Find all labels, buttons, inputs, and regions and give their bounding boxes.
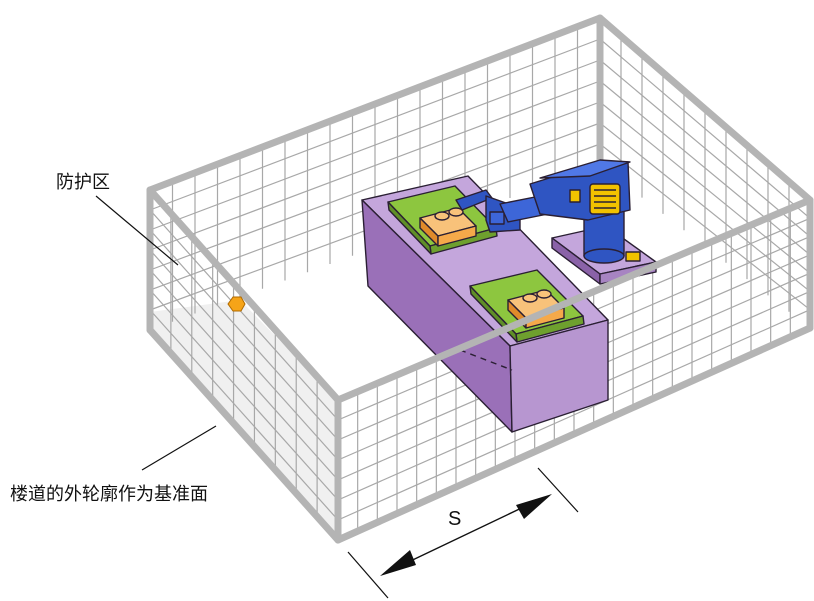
fence-mesh-line [149,209,339,421]
fence-mesh-line [149,249,339,461]
distance-dimension [347,467,579,599]
fence-mesh-line [149,59,601,231]
fence-mesh-line [149,80,601,251]
protection-zone-leader [95,195,179,266]
fence-mesh-line [599,122,811,292]
fence-mesh-line [599,101,811,274]
reference-plane-label: 楼道的外轮廓作为基准面 [10,484,208,505]
fence-mesh [149,26,811,532]
protection-zone-label: 防护区 [56,172,110,193]
fence-mesh-line [149,309,339,521]
fence-mesh-line [149,229,339,441]
arrowhead-left-icon [380,550,416,576]
fence-mesh-line [599,143,811,311]
fence-mesh-line [149,289,339,501]
distance-label: S [448,508,461,530]
hexagon-sensor-icon [227,296,246,312]
fence-mesh-line [149,38,601,211]
fence-mesh-line [599,80,811,256]
fence-mesh-line [599,59,811,238]
reference-plane [150,300,338,540]
fence-mesh-line [599,38,811,219]
fence-mesh-line [149,101,601,271]
reference-plane-leader [141,425,217,471]
workpiece-back [419,207,477,247]
fence-frame-back [146,14,814,332]
status-light-icon [625,251,641,262]
fence-frame-front [146,186,814,544]
arrowhead-right-icon [516,494,552,519]
fence-mesh-line [149,269,339,481]
robot-arm [455,159,631,264]
joint-coil-icon [589,183,621,215]
fence-mesh-line [337,309,811,521]
